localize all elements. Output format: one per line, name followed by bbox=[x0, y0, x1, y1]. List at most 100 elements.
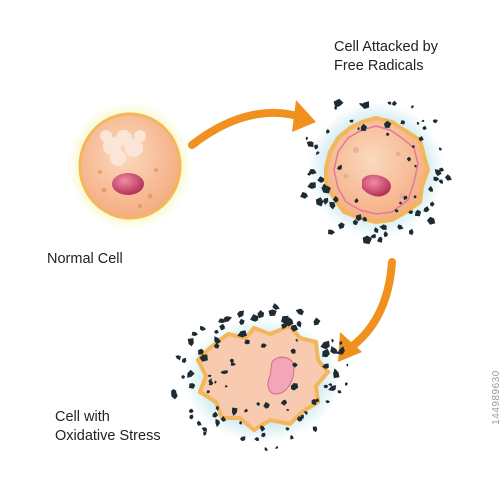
free-radical-speck bbox=[187, 369, 195, 378]
free-radical-speck bbox=[260, 425, 266, 432]
free-radical-speck bbox=[189, 414, 194, 420]
free-radical-speck bbox=[414, 164, 417, 168]
attacked-cell bbox=[308, 102, 444, 238]
free-radical-speck bbox=[230, 362, 237, 366]
free-radical-speck bbox=[394, 209, 399, 213]
free-radical-speck bbox=[333, 98, 344, 108]
free-radical-speck bbox=[244, 339, 250, 345]
free-radical-speck bbox=[264, 447, 268, 451]
free-radical-speck bbox=[415, 209, 422, 217]
free-radical-speck bbox=[171, 389, 177, 395]
arrowhead-2 bbox=[338, 332, 362, 362]
free-radical-speck bbox=[280, 399, 288, 406]
free-radical-speck bbox=[438, 179, 443, 184]
free-radical-speck bbox=[320, 340, 330, 350]
arrow-normal-to-attacked bbox=[188, 108, 309, 149]
free-radical-speck bbox=[300, 414, 304, 420]
free-radical-speck bbox=[438, 147, 442, 151]
free-radical-speck bbox=[231, 407, 238, 416]
free-radical-speck bbox=[409, 228, 414, 235]
free-radical-speck bbox=[292, 362, 298, 368]
free-radical-speck bbox=[418, 136, 424, 142]
free-radical-speck bbox=[188, 383, 196, 389]
free-radical-speck bbox=[392, 100, 397, 106]
free-radical-speck bbox=[338, 222, 345, 230]
free-radical-speck bbox=[290, 324, 299, 332]
free-radical-speck bbox=[237, 310, 244, 318]
free-radical-speck bbox=[333, 368, 340, 379]
free-radical-speck bbox=[201, 427, 208, 432]
free-radical-speck bbox=[213, 343, 220, 349]
free-radical-speck bbox=[214, 380, 217, 384]
normal-cell bbox=[68, 102, 192, 230]
free-radical-speck bbox=[406, 156, 411, 162]
free-radical-speck bbox=[296, 320, 302, 328]
free-radical-speck bbox=[199, 354, 208, 362]
free-radical-speck bbox=[315, 197, 324, 207]
free-radical-speck bbox=[260, 343, 267, 348]
free-radical-speck bbox=[346, 363, 349, 367]
free-radical-speck bbox=[413, 195, 417, 199]
free-radical-speck bbox=[295, 308, 304, 316]
attacked-cell-nucleus bbox=[362, 174, 391, 197]
free-radical-speck bbox=[397, 224, 404, 230]
free-radical-speck bbox=[196, 420, 202, 426]
free-radical-speck bbox=[387, 101, 392, 105]
free-radical-speck bbox=[239, 318, 245, 326]
free-radical-speck bbox=[281, 323, 289, 330]
free-radical-speck bbox=[322, 197, 329, 205]
free-radical-speck bbox=[215, 406, 219, 411]
free-radical-speck bbox=[439, 167, 445, 172]
free-radical-speck bbox=[422, 125, 427, 130]
free-radical-speck bbox=[257, 310, 265, 319]
free-radical-speck bbox=[220, 370, 227, 374]
free-radical-speck bbox=[361, 101, 370, 109]
free-radicals bbox=[171, 98, 452, 451]
free-radical-speck bbox=[416, 121, 420, 125]
free-radical-speck bbox=[344, 382, 348, 386]
free-radical-speck bbox=[268, 309, 277, 316]
free-radical-speck bbox=[323, 384, 329, 389]
free-radical-speck bbox=[426, 216, 436, 225]
free-radical-speck bbox=[295, 338, 298, 342]
free-radical-speck bbox=[334, 106, 338, 110]
free-radical-speck bbox=[212, 411, 219, 418]
free-radical-speck bbox=[290, 383, 299, 391]
free-radical-speck bbox=[239, 436, 246, 442]
free-radical-speck bbox=[175, 355, 181, 361]
normal-cell-er-blob bbox=[100, 130, 146, 166]
free-radical-speck bbox=[220, 416, 226, 422]
free-radical-speck bbox=[313, 317, 321, 326]
free-radical-speck bbox=[223, 316, 232, 323]
free-radical-speck bbox=[423, 206, 430, 213]
free-radical-speck bbox=[207, 374, 212, 378]
free-radical-speck bbox=[328, 385, 337, 391]
free-radical-speck bbox=[432, 119, 438, 124]
free-radical-speck bbox=[399, 201, 403, 205]
free-radical-speck bbox=[315, 151, 320, 155]
free-radical-speck bbox=[336, 164, 342, 171]
free-radical-speck bbox=[381, 224, 387, 230]
arrow-attacked-to-stress bbox=[346, 258, 396, 352]
free-radical-speck bbox=[275, 445, 279, 449]
free-radical-speck bbox=[354, 198, 359, 203]
free-radical-speck bbox=[239, 421, 242, 425]
free-radical-speck bbox=[337, 390, 342, 394]
free-radical-speck bbox=[254, 437, 259, 441]
free-radical-speck bbox=[355, 214, 362, 222]
free-radical-speck bbox=[314, 144, 319, 150]
free-radical-speck bbox=[444, 174, 452, 181]
free-radical-speck bbox=[373, 227, 379, 233]
free-radical-speck bbox=[290, 348, 296, 354]
free-radical-speck bbox=[331, 338, 334, 343]
free-radical-speck bbox=[430, 201, 435, 207]
free-radical-speck bbox=[384, 120, 392, 128]
free-radical-speck bbox=[408, 210, 414, 214]
free-radical-speck bbox=[239, 332, 244, 338]
free-radical-speck bbox=[383, 231, 388, 238]
free-radical-speck bbox=[377, 236, 383, 243]
free-radical-speck bbox=[434, 169, 442, 177]
free-radical-speck bbox=[325, 400, 331, 404]
free-radical-speck bbox=[403, 195, 408, 201]
